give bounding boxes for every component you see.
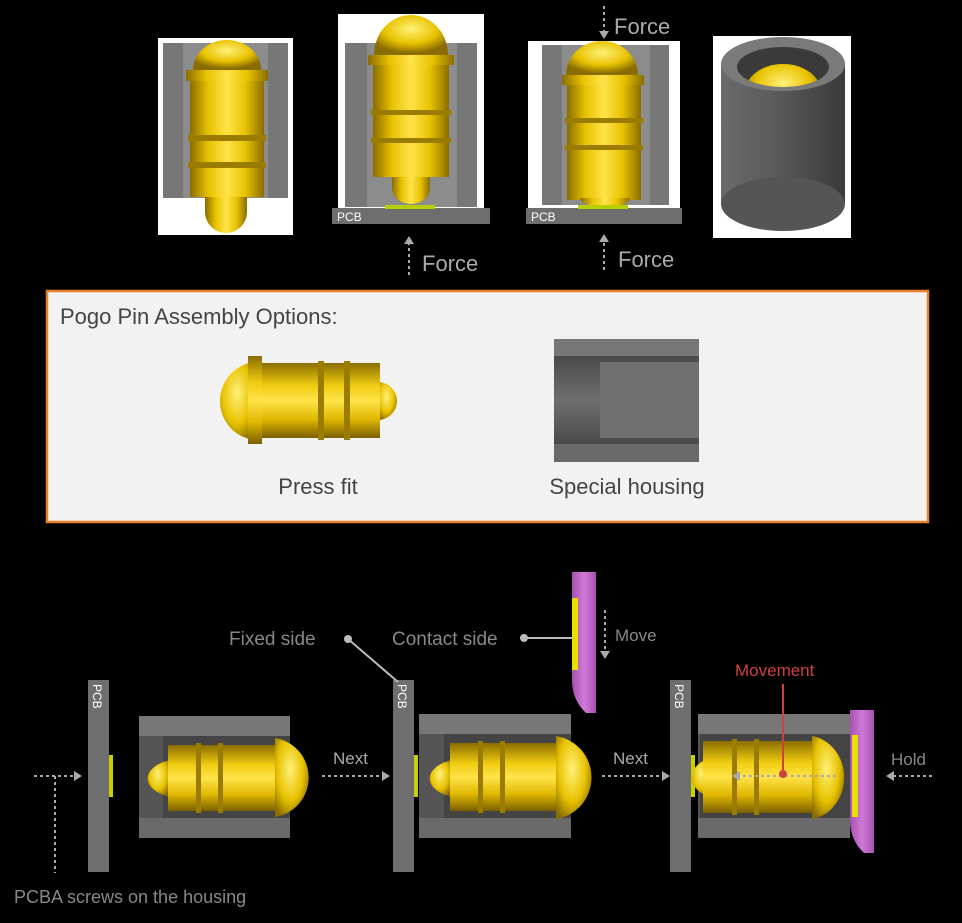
contact-side-label: Contact side bbox=[392, 629, 498, 650]
pcb-label-bottom-1: PCB bbox=[90, 684, 104, 709]
pcb-label-top-2: PCB bbox=[531, 210, 556, 224]
fixed-side-label: Fixed side bbox=[229, 629, 316, 650]
force-label-bottom-1: Force bbox=[422, 251, 478, 276]
next-label-1: Next bbox=[333, 749, 368, 768]
next-arrow-2 bbox=[602, 771, 670, 781]
pcb-label-bottom-2: PCB bbox=[395, 684, 409, 709]
special-housing-illustration bbox=[554, 339, 699, 462]
special-housing-label: Special housing bbox=[549, 474, 704, 499]
hold-label: Hold bbox=[891, 750, 926, 769]
input-arrow-left bbox=[34, 771, 82, 873]
force-arrow-up-2 bbox=[599, 234, 609, 270]
assembly-step-1 bbox=[139, 716, 309, 838]
fixed-side-callout bbox=[344, 635, 399, 683]
pcb-bar-3 bbox=[670, 680, 691, 872]
press-fit-pin-illustration bbox=[220, 356, 397, 444]
pogo-pin-free-view bbox=[158, 38, 293, 235]
movement-label: Movement bbox=[735, 661, 815, 680]
move-arrow bbox=[600, 610, 610, 659]
pcb-bar-2 bbox=[393, 680, 414, 872]
move-label: Move bbox=[615, 626, 657, 645]
next-label-2: Next bbox=[613, 749, 648, 768]
contact-side-callout bbox=[520, 634, 573, 642]
force-label-bottom-2: Force bbox=[618, 247, 674, 272]
pcb-label-bottom-3: PCB bbox=[672, 684, 686, 709]
force-arrow-down bbox=[599, 6, 609, 39]
housing-cylinder-view bbox=[713, 36, 851, 238]
movement-arrow bbox=[732, 684, 836, 781]
pcb-label-top-1: PCB bbox=[337, 210, 362, 224]
options-panel bbox=[45, 289, 930, 524]
options-panel-title: Pogo Pin Assembly Options: bbox=[60, 304, 338, 329]
pcba-note-label: PCBA screws on the housing bbox=[14, 887, 246, 907]
pogo-pin-pcb-contact-view bbox=[332, 14, 490, 224]
press-fit-label: Press fit bbox=[278, 474, 357, 499]
force-label-top: Force bbox=[614, 14, 670, 39]
pcb-bar-1 bbox=[88, 680, 109, 872]
pogo-pin-compressed-view bbox=[526, 41, 682, 224]
assembly-step-2 bbox=[419, 572, 596, 838]
hold-arrow bbox=[886, 771, 932, 781]
next-arrow-1 bbox=[322, 771, 390, 781]
force-arrow-up-1 bbox=[404, 236, 414, 275]
